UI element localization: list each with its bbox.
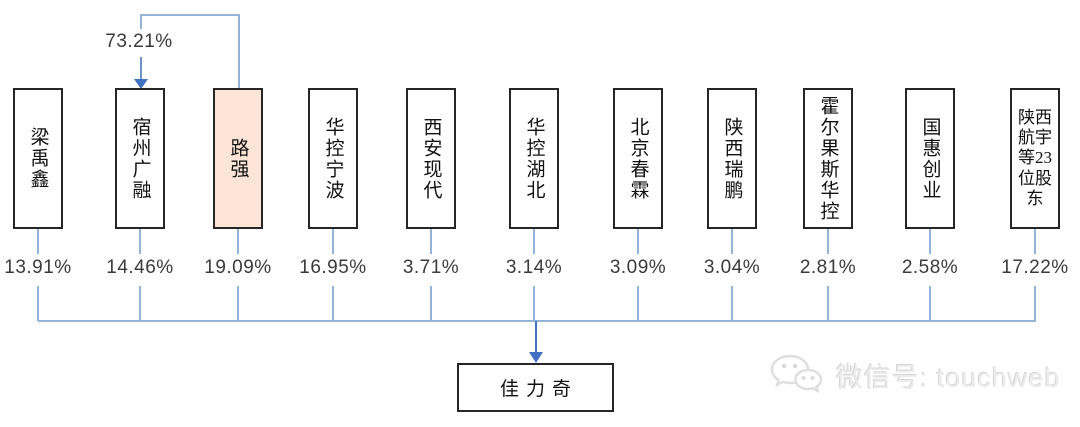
shareholder-box: 国惠创业	[905, 88, 955, 229]
connector-line	[332, 286, 334, 321]
shareholder-name: 路强	[227, 137, 249, 180]
shareholder-box: 北京春霖	[613, 88, 663, 229]
company-arrow-stem	[535, 321, 537, 353]
shareholder-percent: 3.04%	[703, 257, 761, 278]
shareholder-name: 北京春霖	[627, 116, 649, 201]
shareholder-percent: 17.22%	[1001, 257, 1069, 278]
shareholder-percent: 3.71%	[402, 257, 460, 278]
connector-line	[332, 229, 334, 254]
shareholder-column: 西安现代 3.71%	[403, 88, 459, 321]
company-box: 佳力奇	[457, 363, 614, 412]
shareholder-box: 华控宁波	[308, 88, 358, 229]
connector-line	[533, 229, 535, 254]
shareholder-column: 陕西航宇等23位股东 17.22%	[1001, 88, 1068, 321]
bracket-right-line	[238, 14, 240, 88]
connector-line	[37, 286, 39, 321]
wechat-icon	[770, 354, 823, 394]
bus-line	[38, 320, 1036, 322]
shareholder-percent: 3.14%	[505, 257, 563, 278]
shareholder-box: 霍尔果斯华控	[803, 88, 853, 229]
connector-line	[637, 286, 639, 321]
shareholder-box: 路强	[213, 88, 263, 229]
shareholder-column: 华控湖北 3.14%	[506, 88, 562, 321]
shareholder-column: 梁禹鑫 13.91%	[4, 88, 71, 321]
connector-line	[1034, 229, 1036, 254]
connector-line	[139, 229, 141, 254]
shareholder-name: 西安现代	[420, 116, 442, 201]
shareholder-column: 华控宁波 16.95%	[299, 88, 366, 321]
down-arrow-icon	[528, 352, 543, 363]
shareholder-box: 陕西航宇等23位股东	[1010, 88, 1060, 229]
shareholder-box: 宿州广融	[115, 88, 165, 229]
connector-line	[430, 229, 432, 254]
shareholder-name: 陕西航宇等23位股东	[1018, 107, 1052, 209]
shareholder-box: 西安现代	[406, 88, 456, 229]
shareholder-name: 宿州广融	[129, 116, 151, 201]
connector-line	[731, 229, 733, 254]
connector-line	[139, 286, 141, 321]
secondary-ownership-percent: 73.21%	[105, 31, 173, 52]
shareholder-percent: 2.58%	[901, 257, 959, 278]
annotation-arrow-stem	[140, 57, 142, 80]
connector-line	[637, 229, 639, 254]
watermark: 微信号: touchweb	[768, 349, 1061, 401]
bracket-left-line	[140, 14, 142, 29]
shareholder-column: 北京春霖 3.09%	[610, 88, 666, 321]
connector-line	[1034, 286, 1036, 321]
shareholder-column: 路强 19.09%	[204, 88, 271, 321]
connector-line	[827, 286, 829, 321]
shareholder-name: 华控湖北	[523, 116, 545, 201]
shareholder-box: 陕西瑞鹏	[707, 88, 757, 229]
connector-line	[237, 229, 239, 254]
shareholder-column: 陕西瑞鹏 3.04%	[704, 88, 760, 321]
shareholder-percent: 19.09%	[204, 257, 272, 278]
shareholder-column: 霍尔果斯华控 2.81%	[800, 88, 856, 321]
shareholder-name: 陕西瑞鹏	[721, 116, 743, 201]
shareholder-column: 宿州广融 14.46%	[106, 88, 173, 321]
connector-line	[929, 286, 931, 321]
shareholder-name: 国惠创业	[919, 116, 941, 201]
watermark-text: 微信号: touchweb	[836, 362, 1061, 393]
shareholder-percent: 13.91%	[4, 257, 72, 278]
company-name: 佳力奇	[499, 379, 578, 400]
connector-line	[827, 229, 829, 254]
shareholder-percent: 2.81%	[799, 257, 857, 278]
connector-line	[430, 286, 432, 321]
connector-line	[929, 229, 931, 254]
connector-line	[237, 286, 239, 321]
shareholder-box: 华控湖北	[509, 88, 559, 229]
shareholder-column: 国惠创业 2.58%	[902, 88, 958, 321]
bracket-top-line	[140, 14, 240, 16]
shareholder-percent: 14.46%	[106, 257, 174, 278]
shareholder-percent: 3.09%	[609, 257, 667, 278]
shareholder-name: 霍尔果斯华控	[817, 95, 839, 222]
connector-line	[533, 286, 535, 321]
connector-line	[731, 286, 733, 321]
shareholder-name: 华控宁波	[322, 116, 344, 201]
shareholder-percent: 16.95%	[299, 257, 367, 278]
shareholder-name: 梁禹鑫	[27, 127, 49, 190]
shareholder-box: 梁禹鑫	[13, 88, 63, 229]
connector-line	[37, 229, 39, 254]
down-arrow-icon	[134, 79, 148, 89]
